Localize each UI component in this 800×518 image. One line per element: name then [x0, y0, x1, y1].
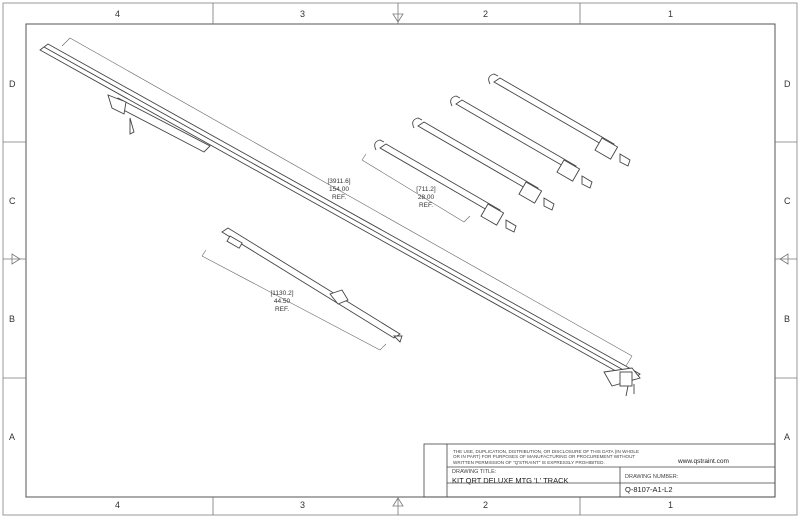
drawing-title-label: DRAWING TITLE:: [452, 469, 497, 475]
col-label-2-top: 2: [483, 9, 489, 19]
drawing-title: KIT QRT DELUXE MTG 'L' TRACK: [452, 476, 569, 485]
drawing-number-label: DRAWING NUMBER:: [625, 474, 679, 480]
title-block: [423, 443, 776, 498]
company-website: www.qstraint.com: [678, 458, 729, 465]
row-label-b-right: B: [784, 314, 791, 324]
dim-line-strap: [361, 153, 471, 223]
centering-marks: [11, 13, 789, 507]
row-label-a-right: A: [784, 432, 791, 442]
col-label-4-bottom: 4: [115, 500, 121, 510]
col-label-2-bottom: 2: [483, 500, 489, 510]
row-label-c-left: C: [9, 196, 16, 206]
row-label-d-left: D: [9, 79, 16, 89]
col-label-3-top: 3: [300, 9, 306, 19]
zone-ticks: [3, 3, 797, 515]
row-label-c-right: C: [784, 196, 791, 206]
col-label-4-top: 4: [115, 9, 121, 19]
l-track-long: [39, 43, 641, 397]
retractor-strap-2: [412, 117, 555, 211]
retractor-strap-3: [450, 95, 593, 189]
drawing-number: Q-8107-A1-L2: [625, 485, 673, 494]
retractor-straps: [374, 73, 631, 233]
row-label-b-left: B: [9, 314, 16, 324]
col-label-3-bottom: 3: [300, 500, 306, 510]
short-strap: [221, 227, 403, 343]
dim-line-short: [201, 249, 387, 351]
inner-border: [25, 23, 776, 498]
retractor-strap-1: [374, 139, 517, 233]
retractor-strap-4: [488, 73, 631, 167]
row-label-a-left: A: [9, 432, 16, 442]
dim-line-long: [61, 37, 633, 367]
col-label-1-bottom: 1: [668, 500, 674, 510]
col-label-1-top: 1: [668, 9, 674, 19]
row-label-d-right: D: [784, 79, 791, 89]
proprietary-notice: THE USE, DUPLICATION, DISTRIBUTION, OR D…: [453, 449, 639, 465]
